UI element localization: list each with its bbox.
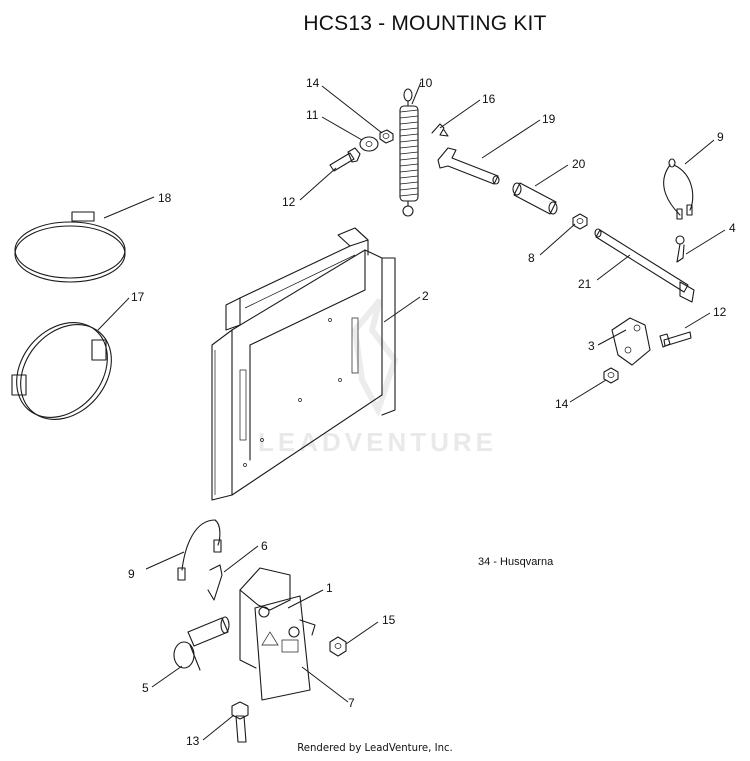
callout-3: 3 [588,339,595,353]
callout-14-lower: 14 [555,397,569,411]
part-15-nut [329,636,347,657]
diagram-title: HCS13 - MOUNTING KIT [303,12,547,35]
part-5-pin [173,616,230,671]
callout-13: 13 [186,734,200,748]
model-note: 34 - Husqvarna [478,556,554,568]
callout-4: 4 [729,221,736,235]
part-4-hairpin [675,235,685,263]
leader-lines [97,81,726,741]
part-12-bolt-top [329,147,361,172]
callout-2: 2 [422,289,429,303]
part-20-sleeve [512,182,558,215]
part-12-bolt-right [659,331,692,348]
part-14-nut-lower [603,367,619,384]
callout-12-top: 12 [282,195,296,209]
part-1-hitch-bracket [239,567,316,701]
callout-19: 19 [542,112,556,126]
callout-6: 6 [261,539,268,553]
part-11-washer [359,136,379,152]
callout-9-bottom: 9 [128,567,135,581]
callout-14-top: 14 [306,76,320,90]
callout-15: 15 [382,613,396,627]
callout-11: 11 [306,108,319,122]
part-14-nut-top [379,129,394,144]
part-18-band-clamp [14,211,126,283]
part-16-clip [431,123,449,137]
callout-labels: 14 10 16 11 19 12 20 9 18 4 8 21 2 17 12… [128,76,736,748]
callout-7: 7 [348,696,355,710]
part-9-lanyard-bottom [177,519,222,581]
footer-credit: Rendered by LeadVenture, Inc. [297,741,453,754]
watermark-logo [351,298,399,418]
callout-8: 8 [528,251,535,265]
callout-9-top: 9 [717,130,724,144]
callout-20: 20 [572,157,586,171]
callout-10: 10 [419,76,433,90]
part-19-rod [437,147,500,185]
part-3-plate [611,317,651,366]
part-6-hairpin [207,564,223,601]
part-21-pin [594,228,695,303]
callout-21: 21 [578,277,592,291]
part-8-nut [572,213,588,230]
callout-16: 16 [482,92,496,106]
callout-17: 17 [131,290,145,304]
part-13-bolt [231,701,249,743]
callout-1: 1 [326,581,333,595]
callout-12-right: 12 [713,305,727,319]
callout-5: 5 [142,681,149,695]
callout-18: 18 [158,191,172,205]
part-10-spring [399,88,419,217]
part-17-band-clamp [11,322,112,420]
part-2-bracket [211,227,396,501]
part-9-lanyard-top [663,158,694,220]
